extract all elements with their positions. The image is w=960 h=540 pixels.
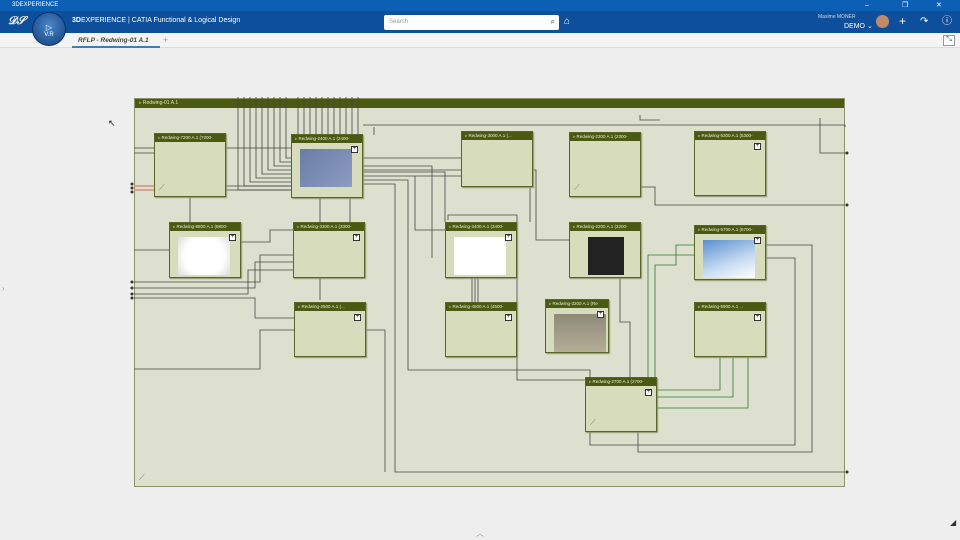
block-3300[interactable]: ▹ Redwing-3300 A.1 (3300- + <box>293 222 365 278</box>
block-8800[interactable]: ▹ Redwing-8800 A.1 (8800- + <box>169 222 241 278</box>
expand-icon[interactable]: + <box>351 146 358 153</box>
block-header: ▹ Redwing-3000 A.1 (... <box>462 132 532 140</box>
close-button[interactable]: ✕ <box>936 2 942 9</box>
expand-icon[interactable]: + <box>754 143 761 150</box>
user-name: Maxime MONER <box>818 14 856 20</box>
block-2700[interactable]: ▹ Redwing-2700 A.1 (2700- + ⟋ <box>585 377 657 432</box>
block-3000[interactable]: ▹ Redwing-3000 A.1 (... <box>461 131 533 187</box>
block-header: ▹ Redwing-5300 A.1 (5300- <box>695 132 765 140</box>
diagram-icon: ⟋ <box>590 418 596 427</box>
search-icon[interactable]: ⌕ <box>550 17 555 26</box>
block-5900[interactable]: ▹ Redwing-5900 A.1 ... + <box>694 302 766 357</box>
expand-icon[interactable]: + <box>354 314 361 321</box>
block-2400[interactable]: ▹ Redwing-2400 A.1 (2400- + <box>291 134 363 198</box>
block-5300[interactable]: ▹ Redwing-5300 A.1 (5300- + <box>694 131 766 196</box>
block-thumbnail <box>300 149 352 187</box>
ds-logo-icon[interactable]: 𝒟𝒮 <box>8 15 26 27</box>
block-header: ▹ Redwing-3300 A.1 (3300- <box>294 223 364 231</box>
share-icon[interactable]: ↷ <box>920 16 929 27</box>
expand-icon[interactable]: + <box>597 311 604 318</box>
block-header: ▹ Redwing-5900 A.1 ... <box>695 303 765 311</box>
block-4500[interactable]: ▹ Redwing-4500 A.1 (4500- + <box>445 302 517 357</box>
diagram-icon: ⟋ <box>139 473 145 482</box>
top-bar: 𝒟𝒮 3DEXPERIENCE | CATIA Functional & Log… <box>0 11 960 33</box>
add-tab-button[interactable]: + <box>163 35 169 45</box>
block-2300[interactable]: ▹ Redwing-2300 A.1 (2300- ⟋ <box>569 132 641 197</box>
add-icon[interactable]: + <box>899 14 907 28</box>
compass-label: V.R <box>44 32 54 38</box>
resize-grip-icon[interactable]: ◢ <box>950 518 957 527</box>
brand-rest: EXPERIENCE | CATIA Functional & Logical … <box>80 17 241 24</box>
tag-icon[interactable]: ⌂ <box>564 16 571 27</box>
block-header: ▹ Redwing-3200 A.1 (Re <box>546 300 608 308</box>
block-thumbnail <box>554 314 606 352</box>
help-icon[interactable]: ⓘ <box>942 16 952 27</box>
block-header: ▹ Redwing-2300 A.1 (2300- <box>570 133 640 141</box>
block-label: Redwing-2500 A.1 (... <box>301 304 345 309</box>
search-placeholder: Search <box>389 19 409 25</box>
tab-rflp[interactable]: RFLP - Redwing-01 A.1 <box>72 33 160 48</box>
expand-icon[interactable]: + <box>505 234 512 241</box>
block-header: ▹ Redwing-8800 A.1 (8800- <box>170 223 240 231</box>
block-thumbnail <box>703 240 755 278</box>
side-panel-toggle[interactable]: › <box>2 284 5 293</box>
block-header: ▹ Redwing-3400 A.1 (3400- <box>446 223 516 231</box>
block-label: Redwing-4500 A.1 (4500- <box>452 304 504 309</box>
block-2500[interactable]: ▹ Redwing-2500 A.1 (... + <box>294 302 366 357</box>
block-label: Redwing-5300 A.1 (5300- <box>701 133 753 138</box>
block-thumbnail <box>178 237 230 275</box>
block-label: Redwing-3400 A.1 (3400- <box>452 224 504 229</box>
block-7200[interactable]: ▹ Redwing-7200 A.1 (7200- ⟋ <box>154 133 226 197</box>
expand-icon[interactable]: + <box>229 234 236 241</box>
block-header: ▹ Redwing-2400 A.1 (2400- <box>292 135 362 143</box>
avatar[interactable] <box>876 15 889 28</box>
block-header: ▹ Redwing-7200 A.1 (7200- <box>155 134 225 142</box>
block-header: ▹ Redwing-2200 A.1 (2200- <box>570 223 640 231</box>
expand-icon[interactable]: + <box>645 389 652 396</box>
block-header: ▹ Redwing-5700 A.1 (5700- <box>695 226 765 234</box>
diagram-icon: ⟋ <box>159 183 165 192</box>
block-label: Redwing-5700 A.1 (5700- <box>701 227 753 232</box>
expand-icon[interactable]: + <box>754 237 761 244</box>
diagram-icon: ⟋ <box>574 183 580 192</box>
block-label: Redwing-3300 A.1 (3300- <box>300 224 352 229</box>
mouse-cursor-icon: ↖ <box>108 118 116 128</box>
block-header: ▹ Redwing-2700 A.1 (2700- <box>586 378 656 386</box>
search-input[interactable]: Search ⌕ <box>384 15 559 30</box>
block-label: Redwing-8800 A.1 (8800- <box>176 224 228 229</box>
block-5700[interactable]: ▹ Redwing-5700 A.1 (5700- + <box>694 225 766 280</box>
block-label: Redwing-5900 A.1 ... <box>701 304 744 309</box>
brand-bold: 3D <box>72 17 81 24</box>
block-label: Redwing-3200 A.1 (Re <box>552 301 598 306</box>
block-2200[interactable]: ▹ Redwing-2200 A.1 (2200- <box>569 222 641 278</box>
block-3200[interactable]: ▹ Redwing-3200 A.1 (Re + <box>545 299 609 353</box>
collapse-icon[interactable]: ⤡ <box>943 35 955 46</box>
compass-widget[interactable]: ▷ V.R <box>32 12 66 46</box>
expand-icon[interactable]: + <box>505 314 512 321</box>
bottom-panel-toggle[interactable]: ︿ <box>476 529 484 538</box>
root-block-header: ▹ Redwing-01 A.1 <box>135 99 844 108</box>
tab-bar: RFLP - Redwing-01 A.1 + ⤡ <box>0 33 960 48</box>
restore-button[interactable]: ❐ <box>902 2 909 9</box>
block-label: Redwing-2700 A.1 (2700- <box>592 379 644 384</box>
block-thumbnail <box>454 237 506 275</box>
block-thumbnail <box>588 237 624 275</box>
block-label: Redwing-2300 A.1 (2300- <box>576 134 628 139</box>
block-3400[interactable]: ▹ Redwing-3400 A.1 (3400- + <box>445 222 517 278</box>
window-title: 3DEXPERIENCE <box>12 2 59 8</box>
expand-icon[interactable]: + <box>353 234 360 241</box>
block-label: Redwing-2400 A.1 (2400- <box>298 136 350 141</box>
root-block-label: Redwing-01 A.1 <box>142 100 179 106</box>
block-label: Redwing-2200 A.1 (2200- <box>576 224 628 229</box>
block-header: ▹ Redwing-4500 A.1 (4500- <box>446 303 516 311</box>
minimize-button[interactable]: – <box>865 2 869 9</box>
block-label: Redwing-3000 A.1 (... <box>468 133 512 138</box>
tenant-selector[interactable]: DEMO ⌄ <box>844 23 873 30</box>
play-icon[interactable]: ▷ <box>45 23 53 32</box>
block-header: ▹ Redwing-2500 A.1 (... <box>295 303 365 311</box>
expand-icon[interactable]: + <box>754 314 761 321</box>
window-titlebar: 3DEXPERIENCE – ❐ ✕ <box>0 0 960 11</box>
block-label: Redwing-7200 A.1 (7200- <box>161 135 213 140</box>
app-title: 3DEXPERIENCE | CATIA Functional & Logica… <box>72 17 240 24</box>
